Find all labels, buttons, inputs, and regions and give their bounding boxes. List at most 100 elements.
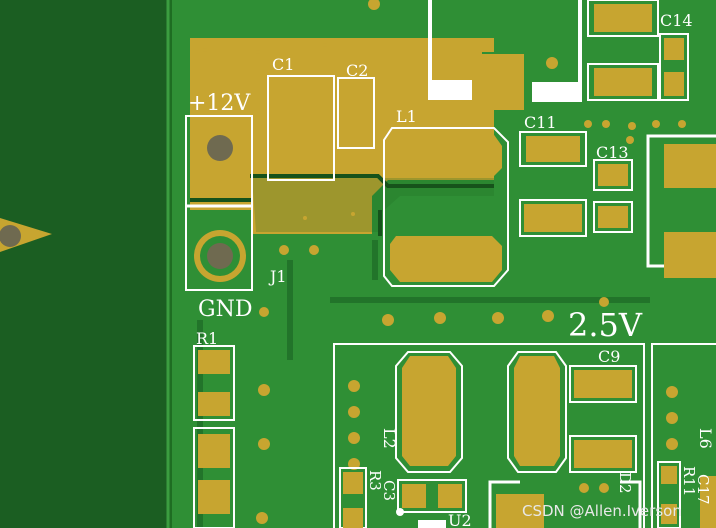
label-c13: C13 — [596, 143, 629, 162]
top-right-pad — [594, 4, 652, 32]
j1-pin1-hole — [207, 135, 233, 161]
label-gnd: GND — [198, 297, 252, 322]
c11-pad — [526, 136, 580, 162]
watermark: CSDN @Allen.Iverson — [522, 502, 682, 520]
label-l1: L1 — [396, 107, 417, 126]
l1-pad-top — [390, 132, 502, 178]
c3-pad-left — [402, 484, 426, 508]
c3-outline — [397, 479, 467, 513]
c1-outline — [267, 75, 335, 181]
l1-pad-bottom — [390, 236, 502, 282]
top-right-outline — [587, 0, 659, 37]
c13-lower-outline — [593, 201, 633, 233]
c13-pad — [598, 164, 628, 186]
c11-lower-outline — [519, 199, 587, 237]
region-right-outline — [651, 343, 716, 528]
r11-pad — [661, 466, 677, 484]
label-l6: L6 — [696, 428, 715, 449]
r1-lower-pad-top — [198, 434, 230, 468]
l2-outline — [395, 351, 463, 473]
label-12v: +12V — [188, 91, 251, 116]
label-l2: L2 — [380, 428, 399, 449]
r3-outline — [339, 467, 367, 528]
d2-outline — [488, 480, 642, 528]
via — [258, 438, 270, 450]
r3-pad-top — [343, 472, 363, 494]
via — [309, 245, 319, 255]
via — [579, 483, 589, 493]
c11-lower-pad — [524, 204, 582, 232]
via — [368, 0, 380, 10]
via — [203, 48, 207, 52]
j1-pin2-hole — [207, 243, 233, 269]
c1-pad-bottom — [276, 126, 330, 152]
board-edge-region — [0, 0, 168, 528]
c14-pad-top — [664, 38, 684, 60]
u2-pin1-marker — [396, 508, 404, 516]
label-r1: R1 — [196, 329, 218, 348]
via — [256, 50, 260, 54]
via — [348, 380, 360, 392]
via — [279, 245, 289, 255]
label-c11: C11 — [524, 113, 557, 132]
label-u2: U2 — [448, 511, 472, 528]
r1-lower-outline — [193, 427, 235, 528]
c17-pad — [700, 476, 716, 528]
c9-lower-pad — [574, 440, 632, 468]
via — [652, 120, 660, 128]
label-c2: C2 — [346, 61, 368, 80]
label-c17: C17 — [694, 474, 712, 505]
c2-pad-top — [342, 84, 370, 106]
region-2v5-outline — [333, 343, 645, 528]
label-2v5: 2.5V — [568, 306, 643, 344]
top-frame-pad-left — [428, 82, 472, 100]
inductor-pad — [514, 356, 560, 466]
via — [626, 136, 634, 144]
c1-pad-top — [276, 80, 330, 106]
label-r3: R3 — [366, 470, 384, 491]
c14-outline — [659, 33, 689, 101]
l1-outline — [383, 127, 509, 287]
via — [584, 120, 592, 128]
top-right-pad-2 — [594, 68, 652, 96]
via — [599, 297, 609, 307]
label-j1: J1 — [268, 267, 287, 286]
label-c1: C1 — [272, 55, 294, 74]
via — [259, 307, 269, 317]
l2-pad — [402, 356, 456, 466]
c2-outline — [337, 77, 375, 149]
top-frame-pad-right — [532, 82, 580, 100]
r1-outline — [193, 345, 235, 421]
r11-pad-2 — [661, 504, 677, 524]
via — [348, 432, 360, 444]
c9-outline — [569, 365, 637, 403]
vias-power-plane — [203, 43, 355, 220]
label-c9: C9 — [598, 347, 620, 366]
label-r11: R11 — [680, 466, 698, 496]
r11-outline — [657, 461, 681, 528]
via — [492, 312, 504, 324]
c11-outline — [519, 131, 587, 167]
copper-trace-channel — [197, 240, 650, 528]
vias-field — [256, 120, 686, 524]
via — [303, 216, 307, 220]
r1-pad-bottom — [198, 392, 230, 416]
via — [382, 314, 394, 326]
via — [678, 120, 686, 128]
via — [434, 312, 446, 324]
via — [256, 512, 268, 524]
via — [323, 43, 327, 47]
label-c3: C3 — [380, 480, 398, 501]
via — [348, 406, 360, 418]
top-right-outline-2 — [587, 63, 659, 101]
via — [258, 384, 270, 396]
via — [542, 310, 554, 322]
r1-lower-pad-bottom — [198, 480, 230, 514]
via — [628, 122, 636, 130]
r1-pad-top — [198, 350, 230, 374]
c13-outline — [593, 159, 633, 191]
u2-body-marker — [418, 520, 446, 528]
right-component-pad — [664, 144, 716, 188]
power-plane-gap — [252, 178, 494, 232]
